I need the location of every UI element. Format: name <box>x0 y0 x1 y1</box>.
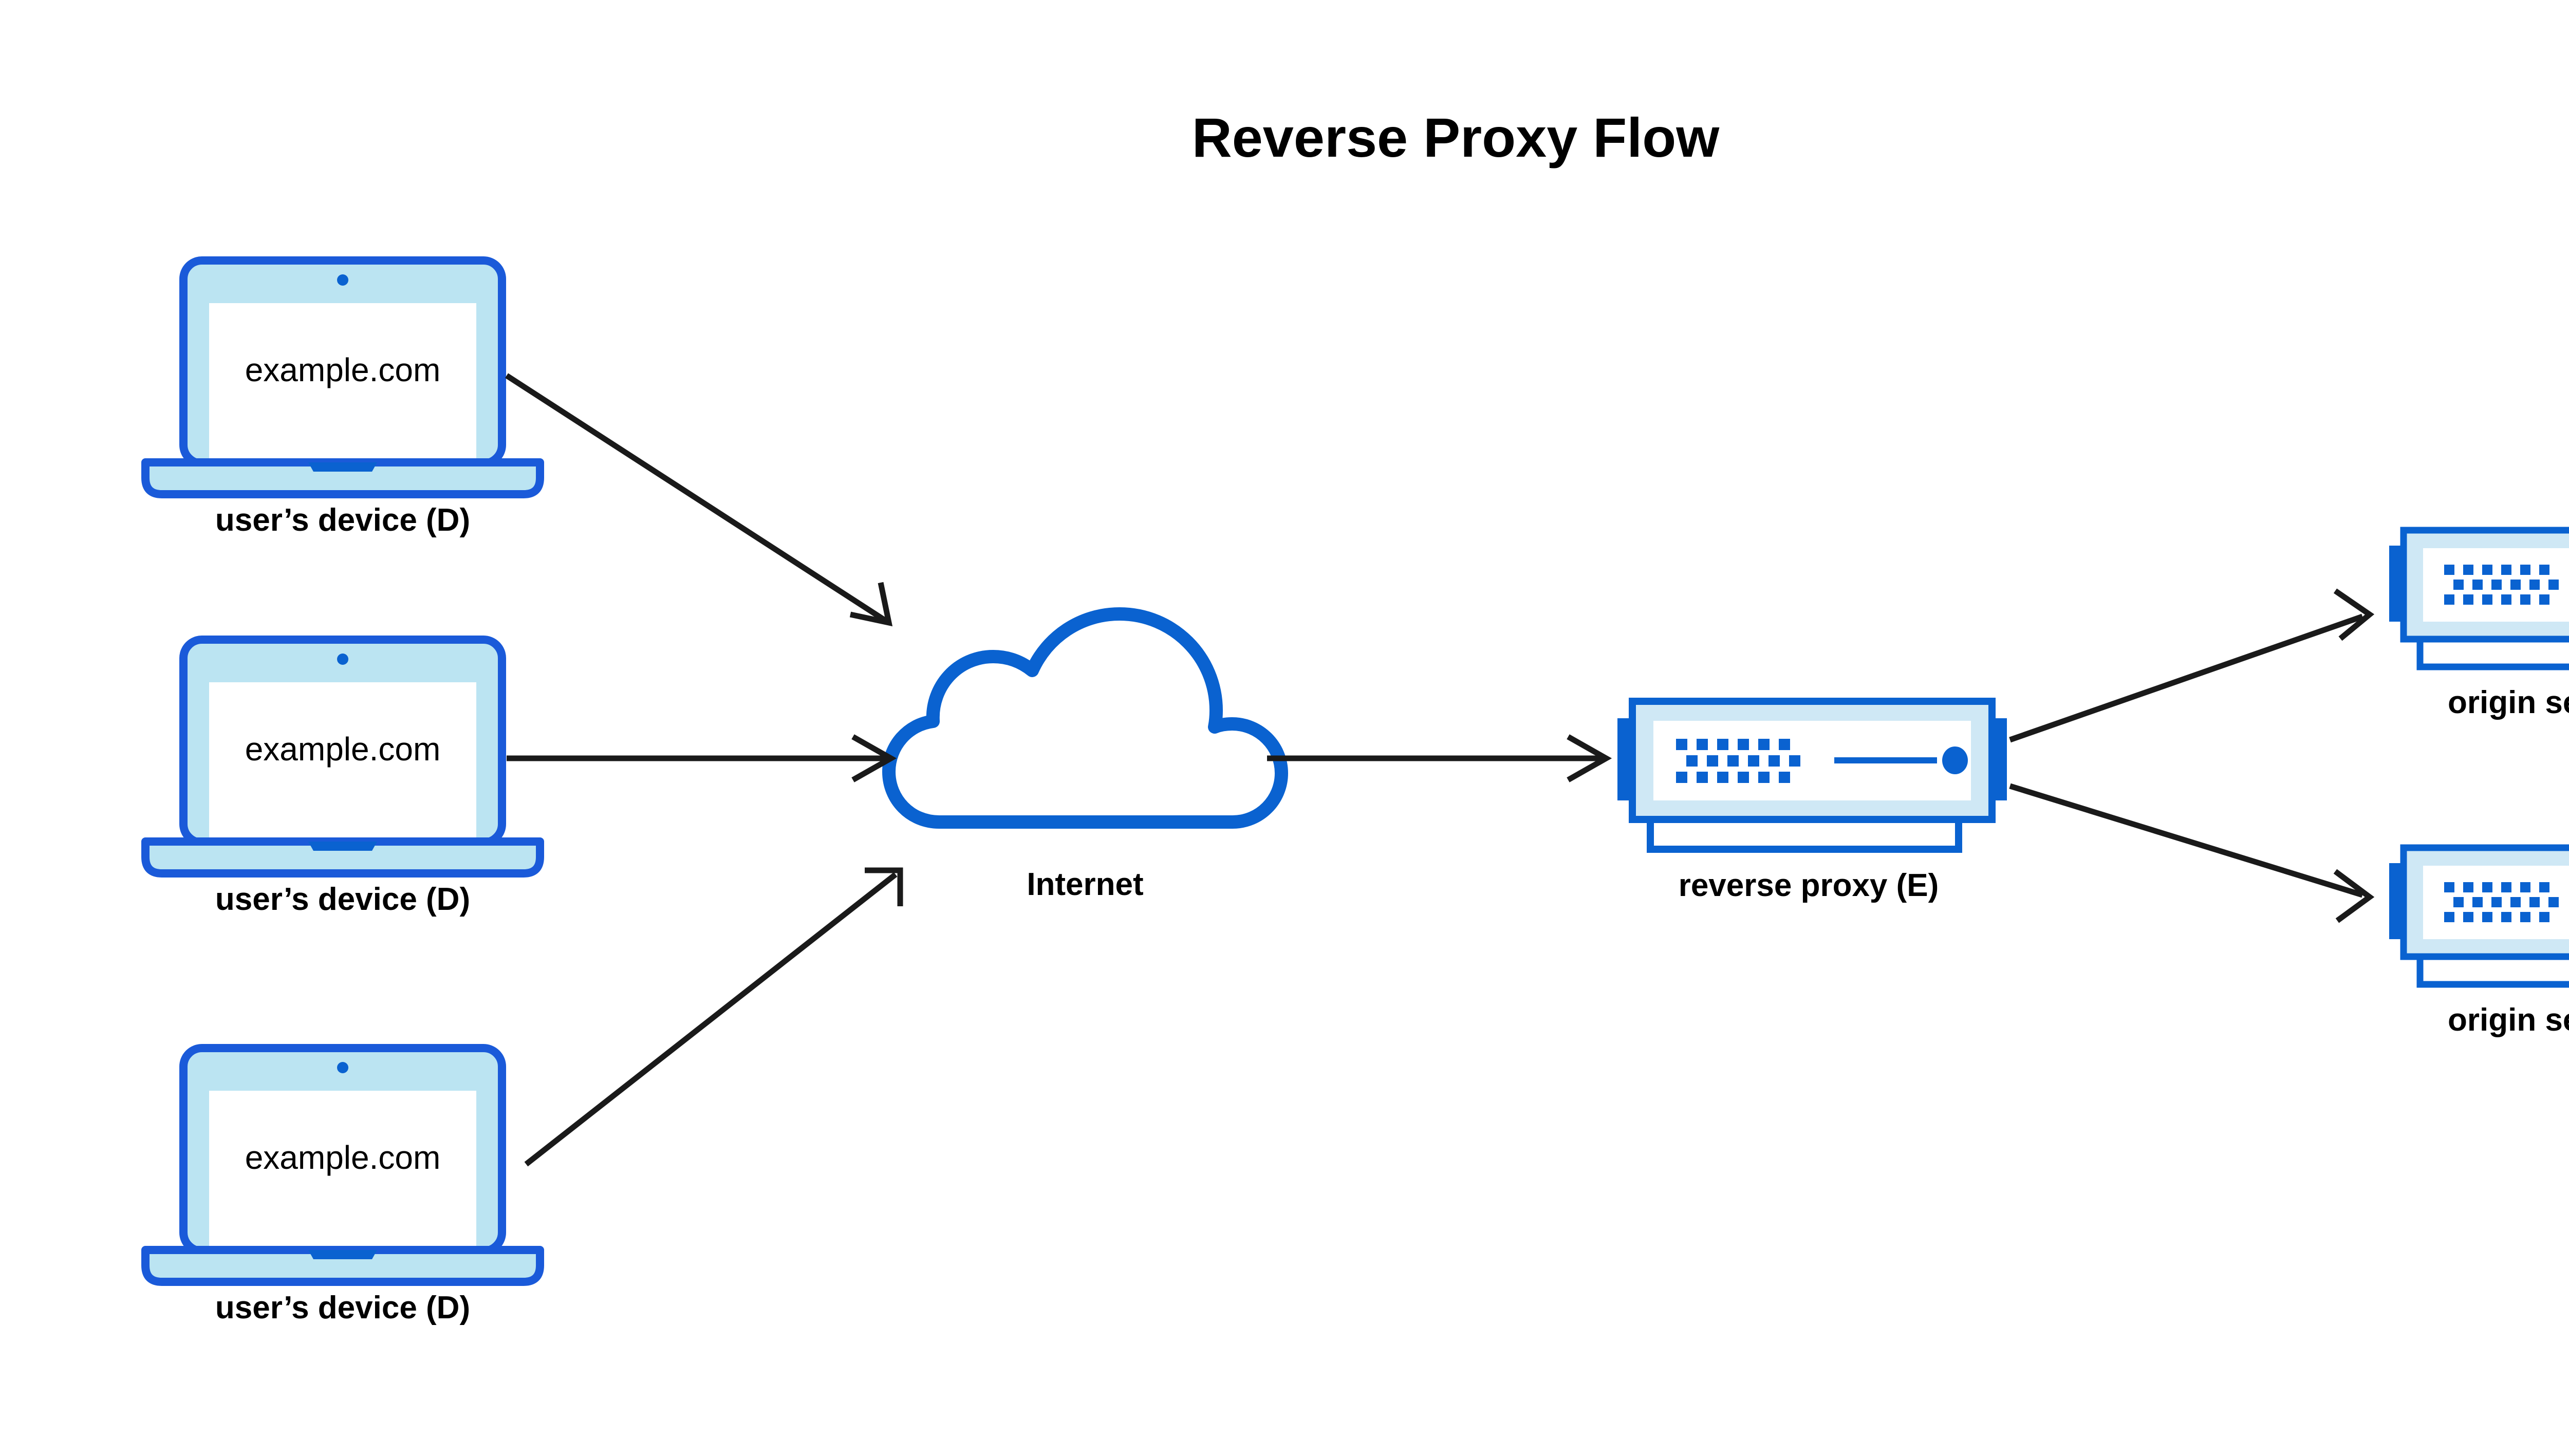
node-label-origin-bottom: origin server (F) <box>2448 1002 2569 1038</box>
node-label-internet: Internet <box>1027 867 1143 902</box>
laptop-screen-url: example.com <box>245 351 441 388</box>
server-led-grid <box>1676 739 1800 783</box>
node-label-device-bottom: user’s device (D) <box>215 1290 470 1326</box>
laptop-camera-icon <box>337 654 348 665</box>
laptop-base <box>141 1246 544 1286</box>
laptop-notch <box>308 1250 377 1259</box>
laptop-camera-icon <box>337 1062 348 1073</box>
laptop-icon <box>141 636 544 878</box>
laptop-screen <box>209 1091 476 1251</box>
node-device-middle[interactable]: example.com user’s device (D) <box>141 636 544 917</box>
node-label-device-middle: user’s device (D) <box>215 882 470 917</box>
laptop-camera-icon <box>337 274 348 286</box>
server-icon <box>2389 527 2569 670</box>
server-led-grid <box>2444 565 2559 605</box>
laptop-base <box>141 837 544 878</box>
laptop-icon <box>141 256 544 498</box>
node-origin-bottom[interactable]: origin server (F) <box>2389 844 2569 1038</box>
laptop-notch <box>308 842 377 851</box>
cloud-icon <box>882 607 1288 829</box>
edge-internet-proxy <box>1267 734 1612 782</box>
laptop-base <box>141 458 544 498</box>
node-device-bottom[interactable]: example.com user’s device (D) <box>141 1044 544 1326</box>
server-stand <box>2416 952 2569 988</box>
laptop-icon <box>141 1044 544 1286</box>
edge-proxy-origin-top <box>2009 588 2375 743</box>
server-status-dot-icon <box>1942 746 1968 774</box>
node-device-top[interactable]: example.com user’s device (D) <box>141 256 544 538</box>
laptop-screen-url: example.com <box>245 731 441 768</box>
edge-device-top-internet <box>505 373 893 627</box>
cloud-shape <box>882 607 1288 829</box>
node-label-device-top: user’s device (D) <box>215 502 470 538</box>
node-label-reverse-proxy: reverse proxy (E) <box>1679 868 1939 903</box>
page-title: Reverse Proxy Flow <box>1192 106 1720 169</box>
edge-proxy-origin-bottom <box>2009 783 2375 923</box>
node-label-origin-top: origin server (F) <box>2448 685 2569 720</box>
server-icon <box>1617 698 2007 853</box>
laptop-screen <box>209 682 476 843</box>
edge-device-bottom-internet <box>524 867 903 1167</box>
laptop-screen <box>209 303 476 463</box>
laptop-notch <box>308 462 377 472</box>
node-reverse-proxy[interactable]: reverse proxy (E) <box>1617 698 2007 903</box>
edge-device-middle-internet <box>507 734 897 782</box>
node-internet[interactable]: Internet <box>882 607 1288 902</box>
laptop-screen-url: example.com <box>245 1139 441 1176</box>
server-led-grid <box>2444 882 2559 922</box>
server-icon <box>2389 844 2569 988</box>
server-status-line <box>1834 757 1937 763</box>
node-origin-top[interactable]: origin server (F) <box>2389 527 2569 720</box>
